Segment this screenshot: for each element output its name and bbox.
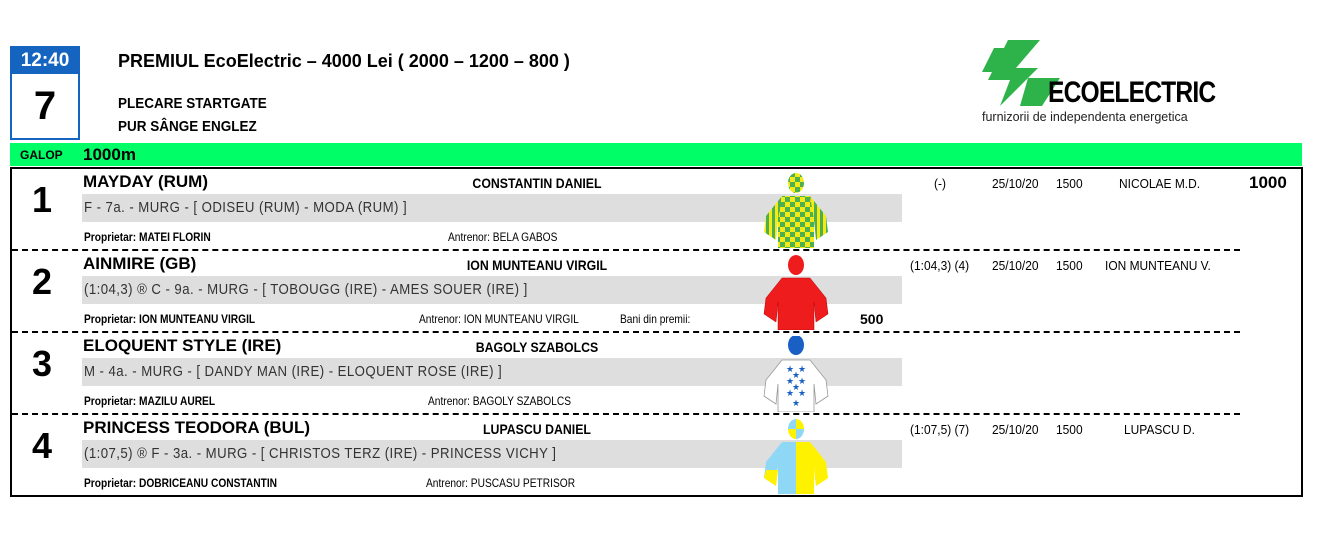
row-divider — [12, 249, 1240, 251]
jockey-name: BAGOLY SZABOLCS — [475, 339, 599, 355]
last-time: (-) — [934, 176, 946, 191]
trainer: Antrenor: ION MUNTEANU VIRGIL — [419, 312, 579, 326]
jockey-name: LUPASCU DANIEL — [483, 421, 591, 437]
pedigree: (1:04,3) ® C - 9a. - MURG - [ TOBOUGG (I… — [84, 281, 528, 298]
svg-text:★: ★ — [798, 364, 806, 374]
runner-number: 3 — [32, 343, 53, 384]
jersey-icon: ★★★★★★★★★ — [763, 336, 829, 412]
svg-text:★: ★ — [792, 382, 800, 392]
pedigree-band — [82, 358, 902, 386]
breed: PUR SÂNGE ENGLEZ — [118, 118, 257, 135]
last-distance: 1500 — [1056, 422, 1083, 437]
jockey-name: ION MUNTEANU VIRGIL — [466, 257, 608, 273]
pedigree: M - 4a. - MURG - [ DANDY MAN (IRE) - ELO… — [84, 363, 503, 380]
pedigree-band — [82, 440, 902, 468]
last-date: 25/10/20 — [992, 422, 1039, 437]
last-jockey: NICOLAE M.D. — [1119, 176, 1201, 191]
last-jockey: ION MUNTEANU V. — [1105, 258, 1211, 273]
jersey-icon — [764, 173, 828, 248]
last-distance: 1500 — [1056, 176, 1083, 191]
svg-text:★: ★ — [786, 364, 794, 374]
svg-text:★: ★ — [792, 370, 800, 380]
race-distance: 1000m — [83, 145, 136, 164]
runner-row: 1 MAYDAY (RUM) CONSTANTIN DANIEL F - 7a.… — [12, 169, 1301, 251]
horse-name: MAYDAY (RUM) — [83, 172, 209, 191]
horse-name: PRINCESS TEODORA (BUL) — [83, 418, 310, 437]
race-type-bar: GALOP 1000m — [10, 143, 1302, 166]
row-divider — [12, 413, 1240, 415]
start-type: PLECARE STARTGATE — [118, 95, 267, 112]
logo-bolt-icon — [982, 40, 1060, 106]
ecoelectric-logo: ECOELECTRIC furnizorii de independenta e… — [980, 40, 1240, 130]
runner-row: 2 AINMIRE (GB) ION MUNTEANU VIRGIL (1:04… — [12, 251, 1301, 333]
prize-money-label: Bani din premii: — [620, 312, 691, 326]
rating: 1000 — [1249, 173, 1287, 192]
owner: Proprietar: MAZILU AUREL — [84, 394, 216, 408]
trainer: Antrenor: BELA GABOS — [448, 230, 558, 244]
svg-text:★: ★ — [798, 376, 806, 386]
runner-number: 4 — [32, 425, 53, 466]
pedigree-band — [82, 194, 902, 222]
row-divider — [12, 331, 1240, 333]
race-time: 12:40 — [12, 48, 78, 74]
race-number-box: 12:40 7 — [10, 46, 80, 140]
trainer: Antrenor: PUSCASU PETRISOR — [426, 476, 576, 490]
runner-row: 4 PRINCESS TEODORA (BUL) LUPASCU DANIEL … — [12, 415, 1301, 497]
last-date: 25/10/20 — [992, 258, 1039, 273]
owner: Proprietar: DOBRICEANU CONSTANTIN — [84, 476, 278, 490]
horse-name: AINMIRE (GB) — [83, 254, 197, 273]
owner: Proprietar: MATEI FLORIN — [84, 230, 211, 244]
jersey-icon — [763, 255, 829, 330]
jersey-icon — [764, 419, 828, 494]
race-number: 7 — [33, 84, 57, 128]
runner-row: 3 ELOQUENT STYLE (IRE) BAGOLY SZABOLCS M… — [12, 333, 1301, 415]
svg-text:★: ★ — [786, 388, 794, 398]
pedigree: F - 7a. - MURG - [ ODISEU (RUM) - MODA (… — [84, 199, 408, 216]
last-distance: 1500 — [1056, 258, 1083, 273]
jockey-name: CONSTANTIN DANIEL — [472, 175, 602, 191]
logo-tagline: furnizorii de independenta energetica — [982, 110, 1188, 124]
svg-text:★: ★ — [792, 398, 800, 408]
prize-money-value: 500 — [860, 311, 884, 327]
pedigree-band — [82, 276, 902, 304]
svg-text:★: ★ — [786, 376, 794, 386]
last-jockey: LUPASCU D. — [1124, 422, 1195, 437]
last-time: (1:04,3) (4) — [910, 258, 970, 273]
race-type: GALOP — [20, 148, 63, 162]
last-date: 25/10/20 — [992, 176, 1039, 191]
trainer: Antrenor: BAGOLY SZABOLCS — [428, 394, 572, 408]
last-time: (1:07,5) (7) — [910, 422, 970, 437]
pedigree: (1:07,5) ® F - 3a. - MURG - [ CHRISTOS T… — [84, 445, 557, 462]
runners-table: 1 MAYDAY (RUM) CONSTANTIN DANIEL F - 7a.… — [10, 167, 1303, 497]
race-title: PREMIUL EcoElectric – 4000 Lei ( 2000 – … — [118, 51, 570, 71]
logo-brand: ECOELECTRIC — [1048, 76, 1216, 109]
runner-number: 2 — [32, 261, 53, 302]
owner: Proprietar: ION MUNTEANU VIRGIL — [84, 312, 256, 326]
svg-text:★: ★ — [798, 388, 806, 398]
horse-name: ELOQUENT STYLE (IRE) — [83, 336, 282, 355]
runner-number: 1 — [32, 179, 53, 220]
